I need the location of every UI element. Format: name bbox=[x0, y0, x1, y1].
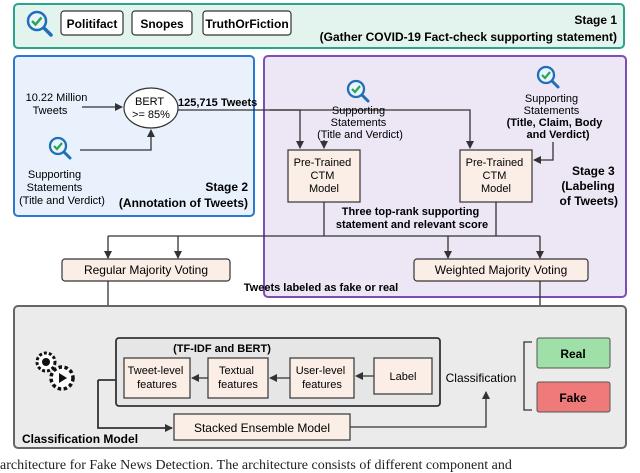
gears-icon bbox=[35, 351, 75, 391]
search-check-icon bbox=[346, 79, 370, 103]
stage2-subtitle: (Annotation of Tweets) bbox=[119, 196, 248, 210]
textual-features-label: Textual features bbox=[218, 365, 258, 391]
classification-model-title: Classification Model bbox=[22, 432, 138, 446]
arrow-features-to-ensemble bbox=[97, 380, 173, 432]
arrow-supporting-b-to-ctm bbox=[533, 142, 554, 164]
weighted-majority-voting-box bbox=[413, 258, 589, 282]
arrow-tweets-to-ctm-b bbox=[270, 109, 474, 149]
source-box-snopes bbox=[131, 10, 193, 36]
source-label-truthorfiction: TruthOrFiction bbox=[205, 17, 288, 31]
source-label-snopes: Snopes bbox=[140, 17, 184, 31]
classification-label: Classification bbox=[446, 371, 517, 385]
ctm-model-a-label: Pre-Trained CTM Model bbox=[294, 157, 355, 195]
search-check-icon bbox=[536, 65, 560, 89]
source-box-truthorfiction bbox=[202, 10, 292, 36]
stacked-ensemble-label: Stacked Ensemble Model bbox=[194, 421, 330, 435]
bert-filter-label: BERT >= 85% bbox=[132, 96, 170, 121]
fake-box bbox=[536, 381, 611, 413]
weighted-majority-voting-label: Weighted Majority Voting bbox=[435, 263, 568, 277]
search-check-icon bbox=[26, 10, 53, 37]
real-label: Real bbox=[560, 347, 585, 361]
bert-filter-node bbox=[123, 87, 179, 129]
features-group-title: (TF-IDF and BERT) bbox=[173, 343, 271, 355]
stage3-supporting-a-label: Supporting Statements (Title and Verdict… bbox=[317, 105, 403, 141]
top-rank-label: Three top-rank supporting statement and … bbox=[336, 206, 488, 231]
tweet-features-box bbox=[123, 357, 191, 399]
fake-label: Fake bbox=[559, 391, 587, 405]
search-check-icon bbox=[48, 136, 72, 160]
stage1-title: Stage 1 bbox=[574, 13, 617, 27]
features-group bbox=[115, 337, 441, 407]
stage3-supporting-b-label: Supporting Statements (Title, Claim, Bod… bbox=[507, 93, 606, 141]
textual-features-box bbox=[207, 357, 269, 399]
tweets-count-output: 125,715 Tweets bbox=[178, 97, 257, 109]
stage1-panel: Politifact Snopes TruthOrFiction Stage 1… bbox=[13, 3, 625, 49]
regular-majority-voting-box bbox=[61, 258, 231, 282]
result-bracket bbox=[523, 341, 532, 411]
classification-panel: (TF-IDF and BERT) Tweet-level features T… bbox=[13, 305, 627, 449]
stage2-supporting-label: Supporting Statements (Title and Verdict… bbox=[19, 169, 105, 207]
user-features-label: User-level features bbox=[296, 365, 349, 391]
arrow-supporting-to-bert bbox=[80, 129, 155, 151]
label-box bbox=[373, 357, 433, 395]
stage3-title: Stage 3 (Labeling of Tweets) bbox=[560, 164, 618, 208]
tweets-count-label: 10.22 Million Tweets bbox=[26, 92, 91, 117]
label-box-text: Label bbox=[390, 371, 417, 383]
source-box-politifact bbox=[60, 10, 124, 36]
labeled-note: Tweets labeled as fake or real bbox=[244, 282, 398, 294]
stacked-ensemble-box bbox=[173, 413, 351, 441]
stage2-panel: 10.22 Million Tweets BERT >= 85% Support… bbox=[13, 55, 257, 217]
ctm-model-b-label: Pre-Trained CTM Model bbox=[466, 157, 527, 195]
figure-caption: architecture for Fake News Detection. Th… bbox=[0, 458, 512, 473]
stage1-subtitle: (Gather COVID-19 Fact-check supporting s… bbox=[320, 30, 617, 44]
tweet-features-label: Tweet-level features bbox=[128, 365, 187, 391]
stage3-panel: Supporting Statements (Title and Verdict… bbox=[61, 55, 627, 298]
source-label-politifact: Politifact bbox=[67, 17, 118, 31]
real-box bbox=[536, 337, 611, 369]
regular-majority-voting-label: Regular Majority Voting bbox=[84, 263, 208, 277]
ctm-model-b bbox=[459, 149, 533, 203]
user-features-box bbox=[289, 357, 355, 399]
stage2-title: Stage 2 bbox=[205, 180, 248, 194]
arrow-ensemble-to-classification bbox=[350, 391, 490, 428]
